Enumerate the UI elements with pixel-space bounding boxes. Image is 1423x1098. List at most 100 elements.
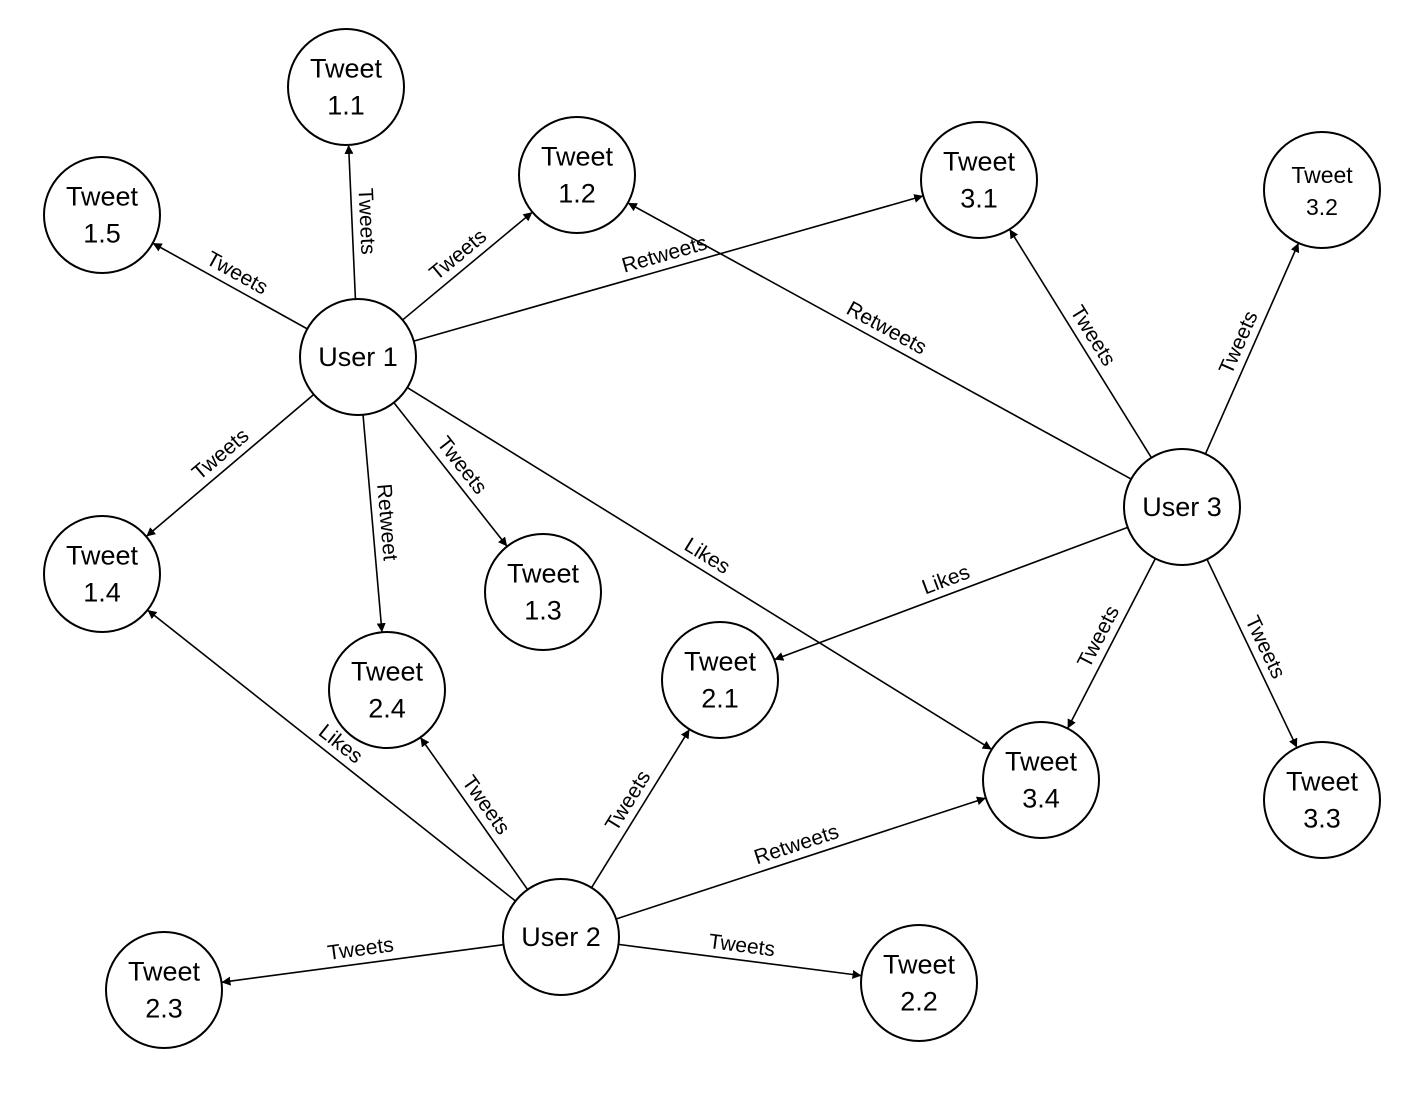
node-label: Tweet bbox=[128, 957, 201, 987]
edge-arrow bbox=[145, 393, 315, 538]
edge-label: Tweets bbox=[457, 771, 514, 839]
edge-arrow bbox=[221, 943, 504, 986]
node-label: 2.3 bbox=[145, 994, 183, 1024]
edge-u2-t23: Tweets bbox=[221, 933, 504, 986]
edge-label: Tweets bbox=[1215, 308, 1263, 378]
edge-arrow bbox=[413, 194, 924, 342]
edge-arrow bbox=[774, 526, 1128, 661]
node-circle bbox=[1263, 131, 1381, 249]
node-label: Tweet bbox=[66, 541, 139, 571]
node-circle bbox=[43, 156, 161, 274]
node-label: 2.1 bbox=[701, 684, 739, 714]
edge-label: Tweets bbox=[202, 247, 271, 299]
node-label: Tweet bbox=[943, 147, 1016, 177]
node-u2[interactable]: User 2 bbox=[502, 878, 620, 996]
edge-u3-t21: Likes bbox=[774, 526, 1128, 661]
node-label: 3.1 bbox=[960, 184, 998, 214]
edge-arrow bbox=[618, 943, 862, 979]
edge-arrow bbox=[146, 609, 517, 902]
edge-arrow bbox=[406, 386, 993, 751]
edge-u1-t13: Tweets bbox=[393, 402, 508, 547]
node-u3[interactable]: User 3 bbox=[1123, 448, 1241, 566]
node-label: 3.2 bbox=[1306, 194, 1338, 220]
edge-arrow bbox=[419, 736, 529, 891]
edge-arrow bbox=[1204, 242, 1300, 455]
node-t23[interactable]: Tweet 2.3 bbox=[105, 931, 223, 1049]
edge-u3-t33: Tweets bbox=[1206, 558, 1298, 749]
edge-label: Tweets bbox=[1240, 612, 1289, 682]
node-t32[interactable]: Tweet 3.2 bbox=[1263, 131, 1381, 249]
edge-arrow bbox=[1008, 228, 1153, 459]
node-label: Tweet bbox=[1286, 767, 1359, 797]
edge-u1-t15: Tweets bbox=[152, 242, 308, 330]
edge-arrow bbox=[590, 728, 691, 889]
node-label: 2.2 bbox=[900, 987, 938, 1017]
edge-label: Tweets bbox=[1066, 302, 1121, 371]
edge-u2-t14: Likes bbox=[146, 609, 517, 902]
node-label: Tweet bbox=[66, 182, 139, 212]
edge-arrow bbox=[344, 144, 357, 300]
edge-u2-t24: Tweets bbox=[419, 736, 529, 891]
node-label: 1.2 bbox=[558, 179, 596, 209]
node-circle bbox=[920, 121, 1038, 239]
node-label: 1.1 bbox=[327, 91, 365, 121]
edge-u2-t21: Tweets bbox=[590, 728, 691, 889]
node-t31[interactable]: Tweet 3.1 bbox=[920, 121, 1038, 239]
edge-arrow bbox=[627, 202, 1132, 480]
node-circle bbox=[661, 621, 779, 739]
node-label: Tweet bbox=[351, 657, 424, 687]
node-label: 1.5 bbox=[83, 219, 121, 249]
node-u1[interactable]: User 1 bbox=[299, 298, 417, 416]
edge-arrow bbox=[1066, 558, 1157, 729]
node-circle bbox=[105, 931, 223, 1049]
edge-arrow bbox=[393, 402, 508, 547]
edge-arrow bbox=[362, 414, 386, 633]
node-circle bbox=[502, 878, 620, 996]
edge-u3-t34: Tweets bbox=[1066, 558, 1157, 729]
edge-label: Retweets bbox=[751, 820, 841, 869]
edge-u3-t12: Retweets bbox=[627, 202, 1132, 480]
node-t34[interactable]: Tweet 3.4 bbox=[982, 721, 1100, 839]
node-label: Tweet bbox=[1005, 747, 1078, 777]
node-circle bbox=[982, 721, 1100, 839]
node-circle bbox=[484, 533, 602, 651]
edge-label: Tweets bbox=[354, 188, 380, 255]
edge-label: Retweets bbox=[619, 231, 709, 277]
edge-u2-t22: Tweets bbox=[618, 930, 862, 979]
node-circle bbox=[328, 631, 446, 749]
node-circle bbox=[518, 116, 636, 234]
node-circle bbox=[1123, 448, 1241, 566]
node-t15[interactable]: Tweet 1.5 bbox=[43, 156, 161, 274]
node-circle bbox=[1263, 741, 1381, 859]
edge-u1-t12: Tweets bbox=[402, 211, 533, 321]
node-label: 3.4 bbox=[1022, 784, 1060, 814]
edge-label: Tweets bbox=[1073, 602, 1124, 672]
edge-arrow bbox=[615, 796, 987, 920]
edge-arrow bbox=[152, 242, 308, 330]
node-circle bbox=[860, 924, 978, 1042]
node-circle bbox=[287, 28, 405, 146]
edge-u2-t34: Retweets bbox=[615, 796, 987, 920]
node-label: User 3 bbox=[1142, 492, 1222, 522]
node-t14[interactable]: Tweet 1.4 bbox=[43, 515, 161, 633]
node-label: 1.4 bbox=[83, 578, 121, 608]
edge-u1-t14: Tweets bbox=[145, 393, 315, 538]
node-t22[interactable]: Tweet 2.2 bbox=[860, 924, 978, 1042]
node-circle bbox=[299, 298, 417, 416]
node-circle bbox=[43, 515, 161, 633]
node-label: User 1 bbox=[318, 342, 398, 372]
edge-label: Tweets bbox=[601, 767, 656, 836]
edge-label: Likes bbox=[919, 561, 973, 600]
node-label: Tweet bbox=[1291, 162, 1353, 188]
node-label: 1.3 bbox=[524, 596, 562, 626]
node-label: Tweet bbox=[883, 950, 956, 980]
